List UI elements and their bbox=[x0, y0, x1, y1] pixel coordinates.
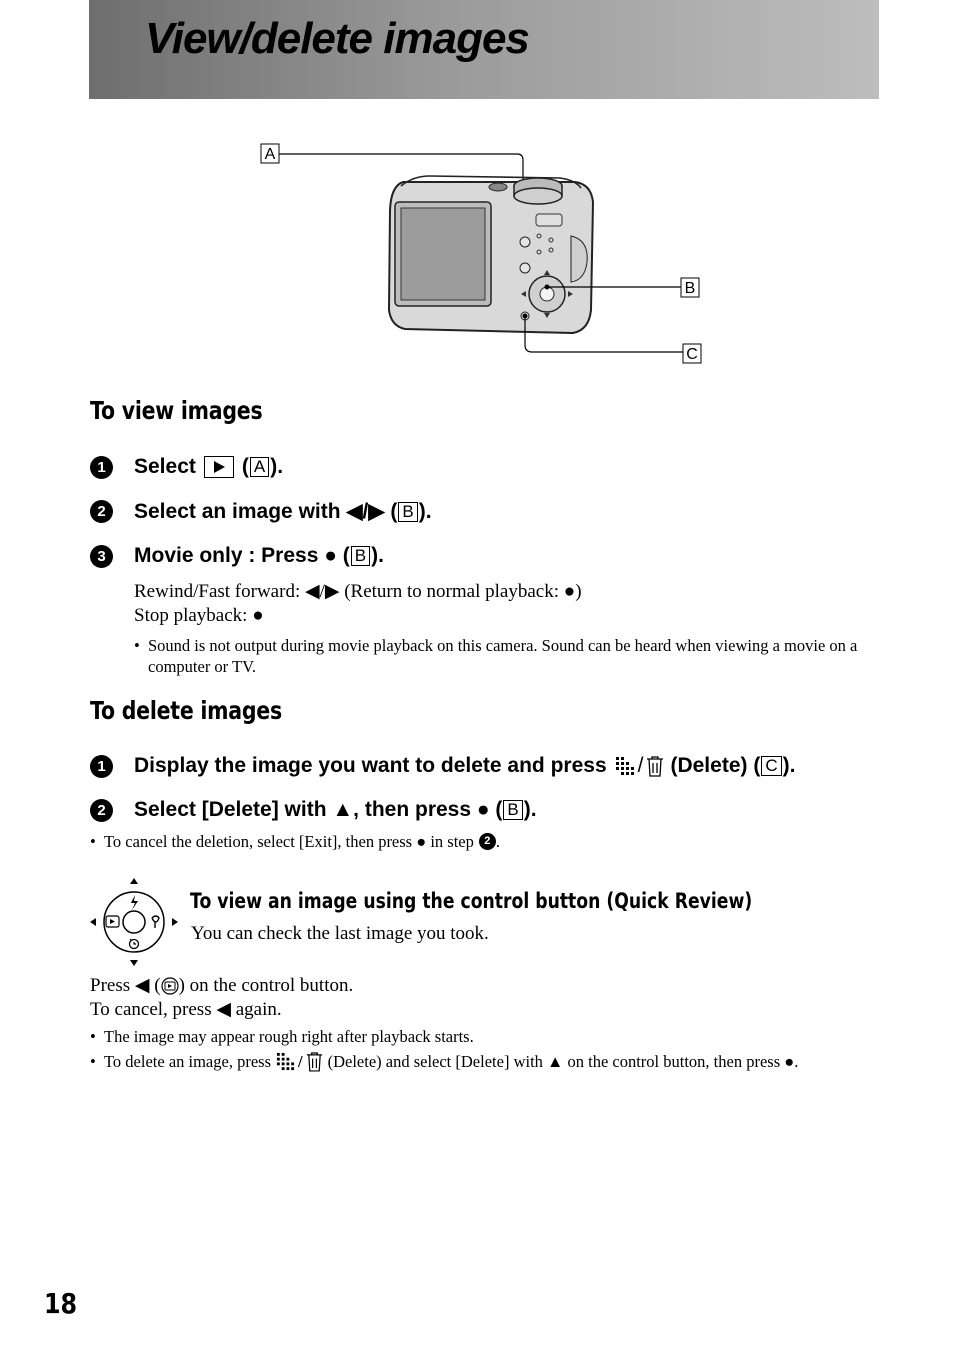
step-text: Display the image you want to delete and… bbox=[134, 754, 607, 777]
paren-close: ). bbox=[270, 455, 284, 478]
paren-close: ). bbox=[523, 798, 537, 821]
trash-icon bbox=[647, 756, 664, 777]
paren-close: ). bbox=[371, 544, 384, 567]
view-step-2: 2 Select an image with ◀/▶ ( B ). bbox=[90, 499, 432, 524]
press-text-b: ) on the control button. bbox=[178, 975, 354, 996]
quick-review-cancel: To cancel, press ◀ again. bbox=[90, 999, 282, 1020]
step-text: Select bbox=[134, 455, 196, 478]
control-button-icon bbox=[90, 878, 178, 966]
step-number: 1 bbox=[90, 455, 113, 479]
step-number: 1 bbox=[90, 754, 113, 778]
quick-review-subtitle: You can check the last image you took. bbox=[191, 923, 489, 944]
view-images-heading: To view images bbox=[90, 396, 263, 425]
quick-review-heading: To view an image using the control butto… bbox=[190, 889, 753, 913]
note-text: To cancel the deletion, select [Exit], t… bbox=[104, 832, 474, 851]
step-text: Movie only : Press ● ( bbox=[134, 544, 350, 567]
delete-images-heading: To delete images bbox=[90, 696, 282, 725]
delete-step-1: 1 Display the image you want to delete a… bbox=[90, 754, 795, 778]
step-ref-number: 2 bbox=[478, 833, 496, 850]
quick-review-icon bbox=[160, 977, 179, 995]
note-text: The image may appear rough right after p… bbox=[104, 1027, 474, 1046]
callout-c-label: C bbox=[686, 346, 698, 363]
step-text: Select [Delete] with ▲, then press ● ( bbox=[134, 798, 503, 821]
slash-separator: / bbox=[637, 754, 644, 777]
page-title: View/delete images bbox=[145, 14, 530, 63]
view-step-1: 1 Select ( A ). bbox=[90, 455, 283, 479]
ref-box: A bbox=[249, 457, 270, 477]
rewind-instructions: Rewind/Fast forward: ◀/▶ (Return to norm… bbox=[134, 580, 582, 628]
paren-close: ). bbox=[782, 754, 796, 777]
ref-box: B bbox=[398, 501, 418, 522]
ref-box: C bbox=[761, 756, 782, 776]
step-number: 2 bbox=[90, 500, 113, 523]
cancel-deletion-note: • To cancel the deletion, select [Exit],… bbox=[90, 831, 870, 852]
note-end: . bbox=[495, 832, 500, 851]
trash-icon bbox=[306, 1052, 322, 1072]
step-number: 2 bbox=[90, 798, 113, 822]
press-text: Press ◀ ( bbox=[90, 975, 161, 996]
note-text: Sound is not output during movie playbac… bbox=[148, 636, 858, 676]
title-banner: View/delete images bbox=[89, 0, 879, 99]
stop-line: Stop playback: ● bbox=[134, 605, 264, 626]
step-number: 3 bbox=[90, 544, 113, 568]
play-icon bbox=[203, 456, 234, 478]
bullet: • bbox=[90, 832, 96, 851]
rough-image-note: • The image may appear rough right after… bbox=[90, 1026, 870, 1047]
bullet: • bbox=[90, 1027, 96, 1046]
callout-b-label: B bbox=[685, 280, 696, 297]
ref-box: B bbox=[350, 546, 371, 566]
camera-illustration: A B C bbox=[260, 143, 702, 364]
quick-review-press-line: Press ◀ ( ) on the control button. bbox=[90, 974, 353, 998]
page-number: 18 bbox=[44, 1287, 78, 1320]
ref-box: B bbox=[503, 800, 523, 820]
slash-separator: / bbox=[298, 1052, 303, 1071]
index-grid-icon bbox=[276, 1052, 295, 1071]
paren-open: ( bbox=[241, 455, 249, 478]
note-text: To delete an image, press bbox=[104, 1052, 271, 1071]
bullet: • bbox=[90, 1052, 96, 1071]
paren-close: ). bbox=[418, 499, 432, 523]
delete-step-2: 2 Select [Delete] with ▲, then press ● (… bbox=[90, 798, 537, 822]
index-grid-icon bbox=[615, 757, 634, 775]
step-text: Select an image with ◀/▶ ( bbox=[134, 500, 398, 523]
view-step-3: 3 Movie only : Press ● ( B ). bbox=[90, 544, 384, 568]
step-text-b: (Delete) ( bbox=[670, 754, 761, 777]
rewind-line: Rewind/Fast forward: ◀/▶ (Return to norm… bbox=[134, 581, 582, 602]
bullet: • bbox=[134, 636, 140, 655]
movie-sound-note: • Sound is not output during movie playb… bbox=[134, 635, 874, 677]
delete-quick-note: • To delete an image, press / (Delete) a… bbox=[90, 1051, 890, 1072]
note-text-b: (Delete) and select [Delete] with ▲ on t… bbox=[327, 1052, 799, 1071]
callout-a-label: A bbox=[265, 146, 276, 163]
